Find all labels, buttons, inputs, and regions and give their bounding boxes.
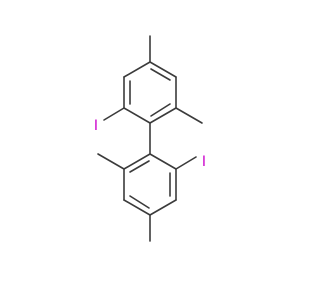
bond-u6 bbox=[123, 61, 151, 78]
upper-aromatic-ring bbox=[123, 61, 177, 124]
bond-u3 bbox=[149, 107, 177, 124]
methyl-lower-left bbox=[97, 153, 125, 170]
bond-l4 bbox=[123, 199, 151, 216]
bond-u4 bbox=[123, 107, 151, 124]
bond-l1 bbox=[149, 153, 177, 170]
iodine-atom-lower: I bbox=[202, 154, 206, 170]
bond-to-iodine-upper bbox=[103, 107, 125, 121]
double-bond-u1 bbox=[150, 68, 171, 81]
iodine-atom-upper: I bbox=[94, 118, 98, 134]
methyl-upper-right bbox=[175, 107, 203, 124]
molecule-structure-diagram: I I bbox=[94, 35, 206, 242]
bond-l6 bbox=[123, 153, 151, 170]
bond-u1 bbox=[149, 61, 177, 78]
lower-aromatic-ring bbox=[123, 153, 177, 216]
bond-to-iodine-lower bbox=[175, 156, 197, 170]
double-bond-u2 bbox=[150, 103, 171, 117]
bond-l3 bbox=[149, 199, 177, 216]
double-bond-l3 bbox=[129, 195, 150, 209]
double-bond-l1 bbox=[129, 160, 150, 173]
